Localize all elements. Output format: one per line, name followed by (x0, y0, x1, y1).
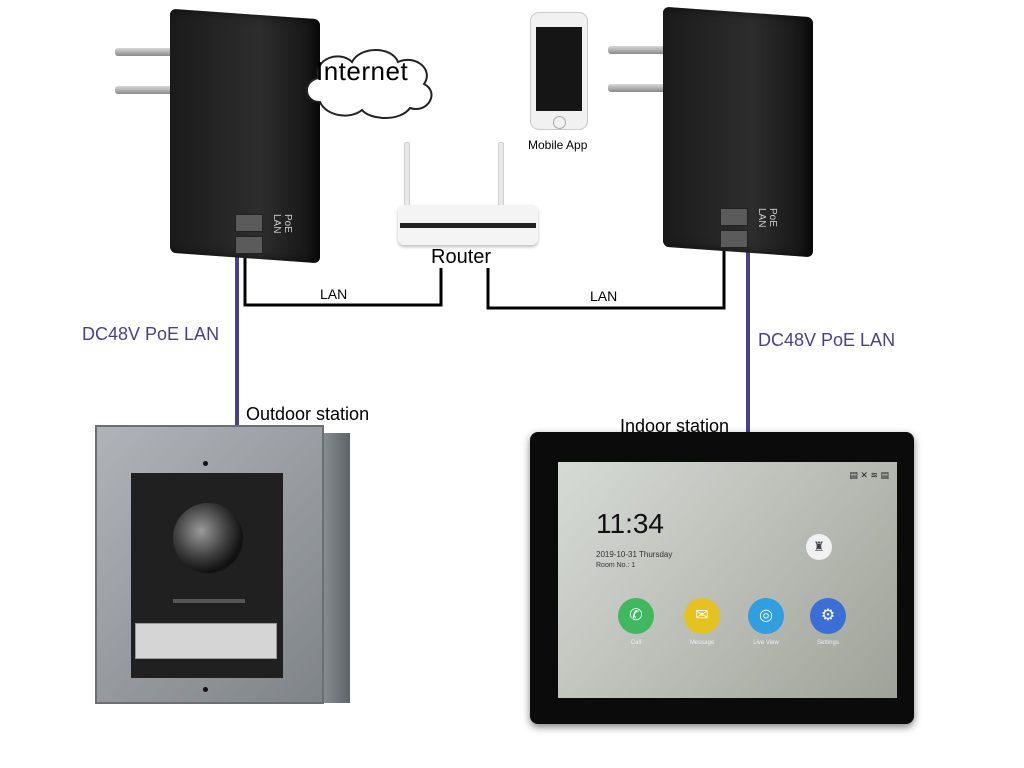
envelope-icon[interactable]: ✉ (684, 598, 720, 634)
ethernet-port (235, 236, 263, 254)
poe-adapter-left: PoE LAN (115, 14, 325, 264)
app-label-live-view: Live View (736, 640, 796, 646)
plug-prong (608, 46, 668, 54)
camera-icon[interactable]: ◎ (748, 598, 784, 634)
router-antenna (404, 142, 410, 214)
adapter-port-text: PoE LAN (271, 214, 293, 246)
away-mode-icon[interactable]: ♜ (806, 534, 832, 560)
bottom-screw-icon (203, 687, 208, 692)
router-stripe (400, 223, 536, 228)
app-label-message: Message (672, 640, 732, 646)
ethernet-port (720, 208, 748, 226)
phone-screen (536, 27, 582, 111)
clock-date: 2019-10-31 Thursday (596, 550, 672, 559)
indoor-station: ▤ ✕ ≋ ▤ 11:34 2019-10-31 Thursday Room N… (530, 432, 914, 724)
clock-time: 11:34 (596, 508, 664, 540)
plug-prong (115, 48, 175, 56)
mobile-app-label: Mobile App (528, 138, 587, 152)
speaker-slot (173, 599, 245, 603)
router-label: Router (431, 246, 491, 269)
room-number: Room No.: 1 (596, 562, 635, 569)
adapter-port-text: PoE LAN (756, 208, 778, 248)
ethernet-port (235, 214, 263, 232)
plug-prong (115, 86, 175, 94)
smartphone (530, 12, 588, 130)
station-panel (131, 473, 283, 678)
camera-lens-icon (173, 503, 243, 573)
lan-label-left: LAN (320, 286, 347, 302)
poe-label-right: DC48V PoE LAN (758, 330, 895, 351)
phone-icon[interactable]: ✆ (618, 598, 654, 634)
poe-adapter-right: PoE LAN (608, 12, 818, 262)
outdoor-station (95, 425, 353, 715)
poe-label-left: DC48V PoE LAN (82, 324, 219, 345)
router-device (398, 205, 538, 245)
lan-label-right: LAN (590, 288, 617, 304)
indoor-screen: ▤ ✕ ≋ ▤ 11:34 2019-10-31 Thursday Room N… (558, 462, 897, 698)
plug-prong (608, 84, 668, 92)
home-button-icon (553, 116, 566, 129)
top-sensor-icon (203, 461, 208, 466)
outdoor-station-label: Outdoor station (246, 404, 369, 425)
internet-label: Internet (316, 56, 408, 87)
ethernet-port (720, 230, 748, 248)
call-button[interactable] (135, 623, 277, 659)
router-antenna (498, 142, 504, 214)
housing-side (320, 433, 350, 703)
status-icons: ▤ ✕ ≋ ▤ (849, 470, 889, 481)
app-label-settings: Settings (798, 640, 858, 646)
app-label-call: Call (606, 640, 666, 646)
gear-icon[interactable]: ⚙ (810, 598, 846, 634)
